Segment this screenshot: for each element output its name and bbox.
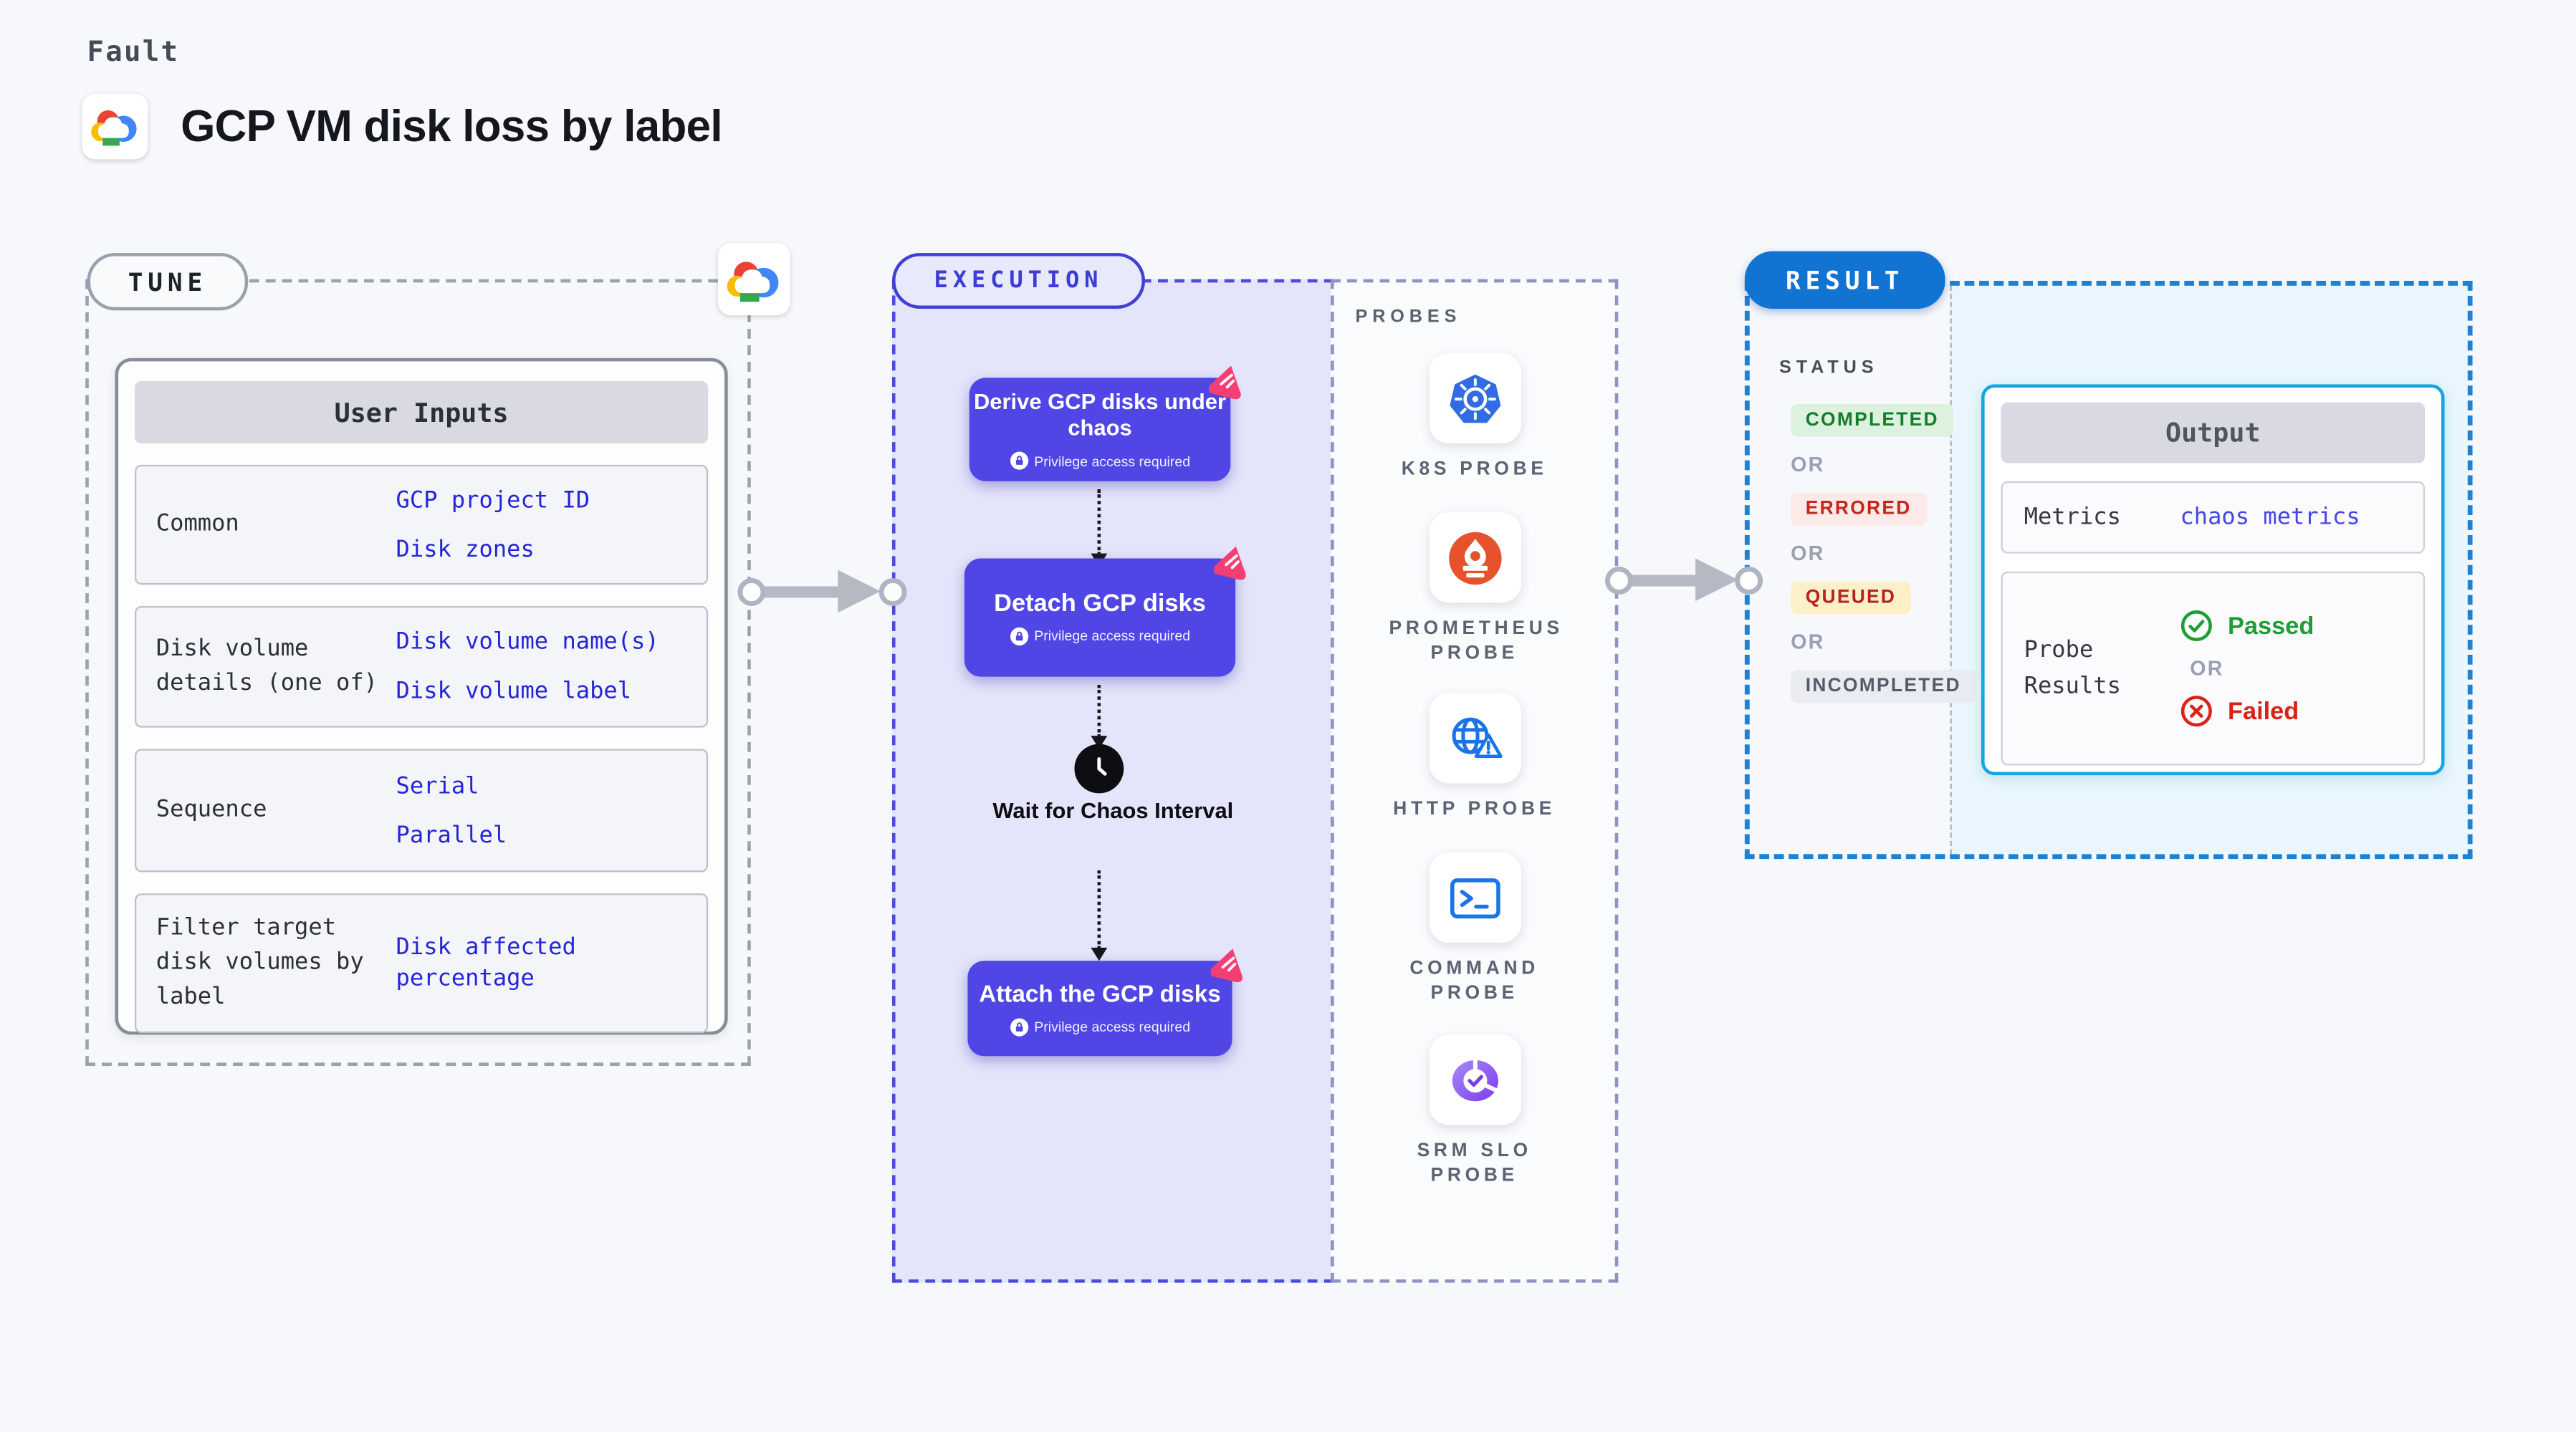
probe-results-label: Probe Results: [2024, 637, 2121, 700]
probe-card: [1428, 693, 1521, 784]
privilege-note: Privilege access required: [1034, 1018, 1191, 1035]
or-label: OR: [1791, 453, 1825, 476]
flow-arrow: [1091, 489, 1108, 567]
tune-badge: TUNE: [87, 253, 249, 311]
lock-icon: [1009, 451, 1028, 470]
row-label: Sequence: [155, 796, 267, 823]
execution-panel: Derive GCP disks under chaos Privilege a…: [891, 279, 1334, 1283]
result-panel: STATUS COMPLETED OR ERRORED OR QUEUED OR…: [1744, 281, 2473, 860]
page-title: GCP VM disk loss by label: [181, 102, 722, 151]
status-badge-queued: QUEUED: [1791, 581, 1911, 615]
row-label: Common: [155, 511, 239, 537]
failed-label: Failed: [2227, 697, 2299, 726]
passed-row: Passed: [2180, 610, 2314, 643]
row-value: Disk volume name(s): [396, 629, 659, 655]
wait-for-chaos-label: Wait for Chaos Interval: [992, 798, 1234, 823]
row-value: GCP project ID: [396, 486, 590, 514]
probe-card: [1428, 1034, 1521, 1125]
row-value: Serial: [396, 772, 479, 799]
probe-label: PROMETHEUS PROBE: [1389, 619, 1564, 664]
row-value: Disk volume label: [396, 678, 632, 705]
probe-prometheus: PROMETHEUS PROBE: [1334, 512, 1615, 667]
globe-warning-icon: [1451, 716, 1502, 757]
user-input-row-filter: Filter target disk volumes by label Disk…: [135, 893, 709, 1034]
user-input-row-common: Common GCP project ID Disk zones: [135, 464, 709, 585]
row-value: Disk affected percentage: [396, 933, 576, 991]
row-label: Disk volume details (one of): [155, 635, 378, 697]
execution-badge: EXECUTION: [891, 253, 1146, 309]
tune-panel: [85, 279, 751, 1066]
probe-card: [1428, 852, 1521, 943]
chaos-icon: [1209, 365, 1241, 400]
gcp-cloud-icon: [727, 261, 779, 302]
row-value: Disk zones: [396, 536, 535, 563]
check-circle-icon: [2180, 610, 2212, 642]
step-derive-gcp-disks: Derive GCP disks under chaos Privilege a…: [969, 365, 1241, 481]
user-input-row-disk-volume: Disk volume details (one of) Disk volume…: [135, 606, 709, 728]
probe-label: COMMAND PROBE: [1409, 958, 1540, 1004]
prometheus-icon: [1448, 531, 1501, 585]
probe-results-row: Probe Results Passed OR: [2001, 571, 2426, 766]
status-badge-incompleted: INCOMPLETED: [1791, 670, 1976, 703]
status-badge-errored: ERRORED: [1791, 492, 1927, 526]
probe-card: [1428, 512, 1521, 603]
user-inputs-card: User Inputs Common GCP project ID Disk z…: [115, 357, 728, 1035]
probes-panel: PROBES K8S PROBE: [1331, 279, 1619, 1283]
step-title: Derive GCP disks under chaos: [973, 389, 1227, 441]
lock-icon: [1009, 1017, 1028, 1036]
gcp-logo-card: [82, 93, 148, 160]
row-value: Parallel: [396, 822, 507, 849]
status-badge-completed: COMPLETED: [1791, 404, 1954, 437]
or-label: OR: [2190, 657, 2224, 681]
clock-icon: [1074, 744, 1124, 794]
chaos-icon: [1214, 546, 1246, 580]
metrics-value: chaos metrics: [2180, 504, 2360, 531]
status-list: COMPLETED OR ERRORED OR QUEUED OR INCOMP…: [1791, 404, 1976, 703]
privilege-note: Privilege access required: [1034, 452, 1191, 469]
fault-kicker: Fault: [87, 36, 180, 69]
step-title: Detach GCP disks: [994, 588, 1206, 617]
step-attach-gcp-disks: Attach the GCP disks Privilege access re…: [967, 948, 1242, 1057]
user-input-row-sequence: Sequence Serial Parallel: [135, 749, 709, 873]
or-label: OR: [1791, 542, 1825, 565]
result-divider: [1950, 285, 1952, 855]
row-label: Filter target disk volumes by label: [155, 915, 364, 1011]
tune-badge-label: TUNE: [128, 266, 208, 297]
result-badge-label: RESULT: [1785, 265, 1905, 295]
output-card: Output Metrics chaos metrics Probe Resul…: [1981, 384, 2445, 776]
passed-label: Passed: [2227, 612, 2314, 640]
tune-gcp-logo-card: [717, 243, 790, 316]
status-heading: STATUS: [1779, 357, 1879, 378]
probes-heading: PROBES: [1355, 307, 1462, 327]
terminal-icon: [1449, 878, 1500, 918]
x-circle-icon: [2180, 696, 2212, 727]
flow-arrow: [1091, 870, 1108, 961]
flow-arrow: [1091, 685, 1108, 749]
metrics-label: Metrics: [2024, 504, 2121, 531]
or-label: OR: [1791, 630, 1825, 654]
metrics-row: Metrics chaos metrics: [2001, 481, 2426, 554]
probe-label: K8S PROBE: [1401, 459, 1548, 480]
failed-row: Failed: [2180, 695, 2314, 728]
probe-card: [1428, 352, 1521, 444]
slo-donut-icon: [1451, 1057, 1498, 1101]
execution-badge-label: EXECUTION: [934, 267, 1103, 294]
lock-icon: [1009, 626, 1028, 645]
gcp-cloud-icon: [91, 110, 137, 146]
probe-label: SRM SLO PROBE: [1417, 1141, 1532, 1186]
result-badge: RESULT: [1744, 251, 1945, 309]
probe-srm-slo: SRM SLO PROBE: [1334, 1034, 1615, 1189]
probe-label: HTTP PROBE: [1393, 799, 1556, 820]
step-title: Attach the GCP disks: [979, 981, 1221, 1008]
kubernetes-icon: [1449, 373, 1500, 423]
user-inputs-header: User Inputs: [135, 380, 709, 444]
chaos-icon: [1210, 948, 1242, 983]
probe-k8s: K8S PROBE: [1334, 352, 1615, 483]
privilege-note: Privilege access required: [1034, 627, 1191, 644]
probe-http: HTTP PROBE: [1334, 693, 1615, 823]
step-detach-gcp-disks: Detach GCP disks Privilege access requir…: [964, 546, 1246, 677]
probe-command: COMMAND PROBE: [1334, 852, 1615, 1007]
output-header: Output: [2001, 402, 2426, 463]
